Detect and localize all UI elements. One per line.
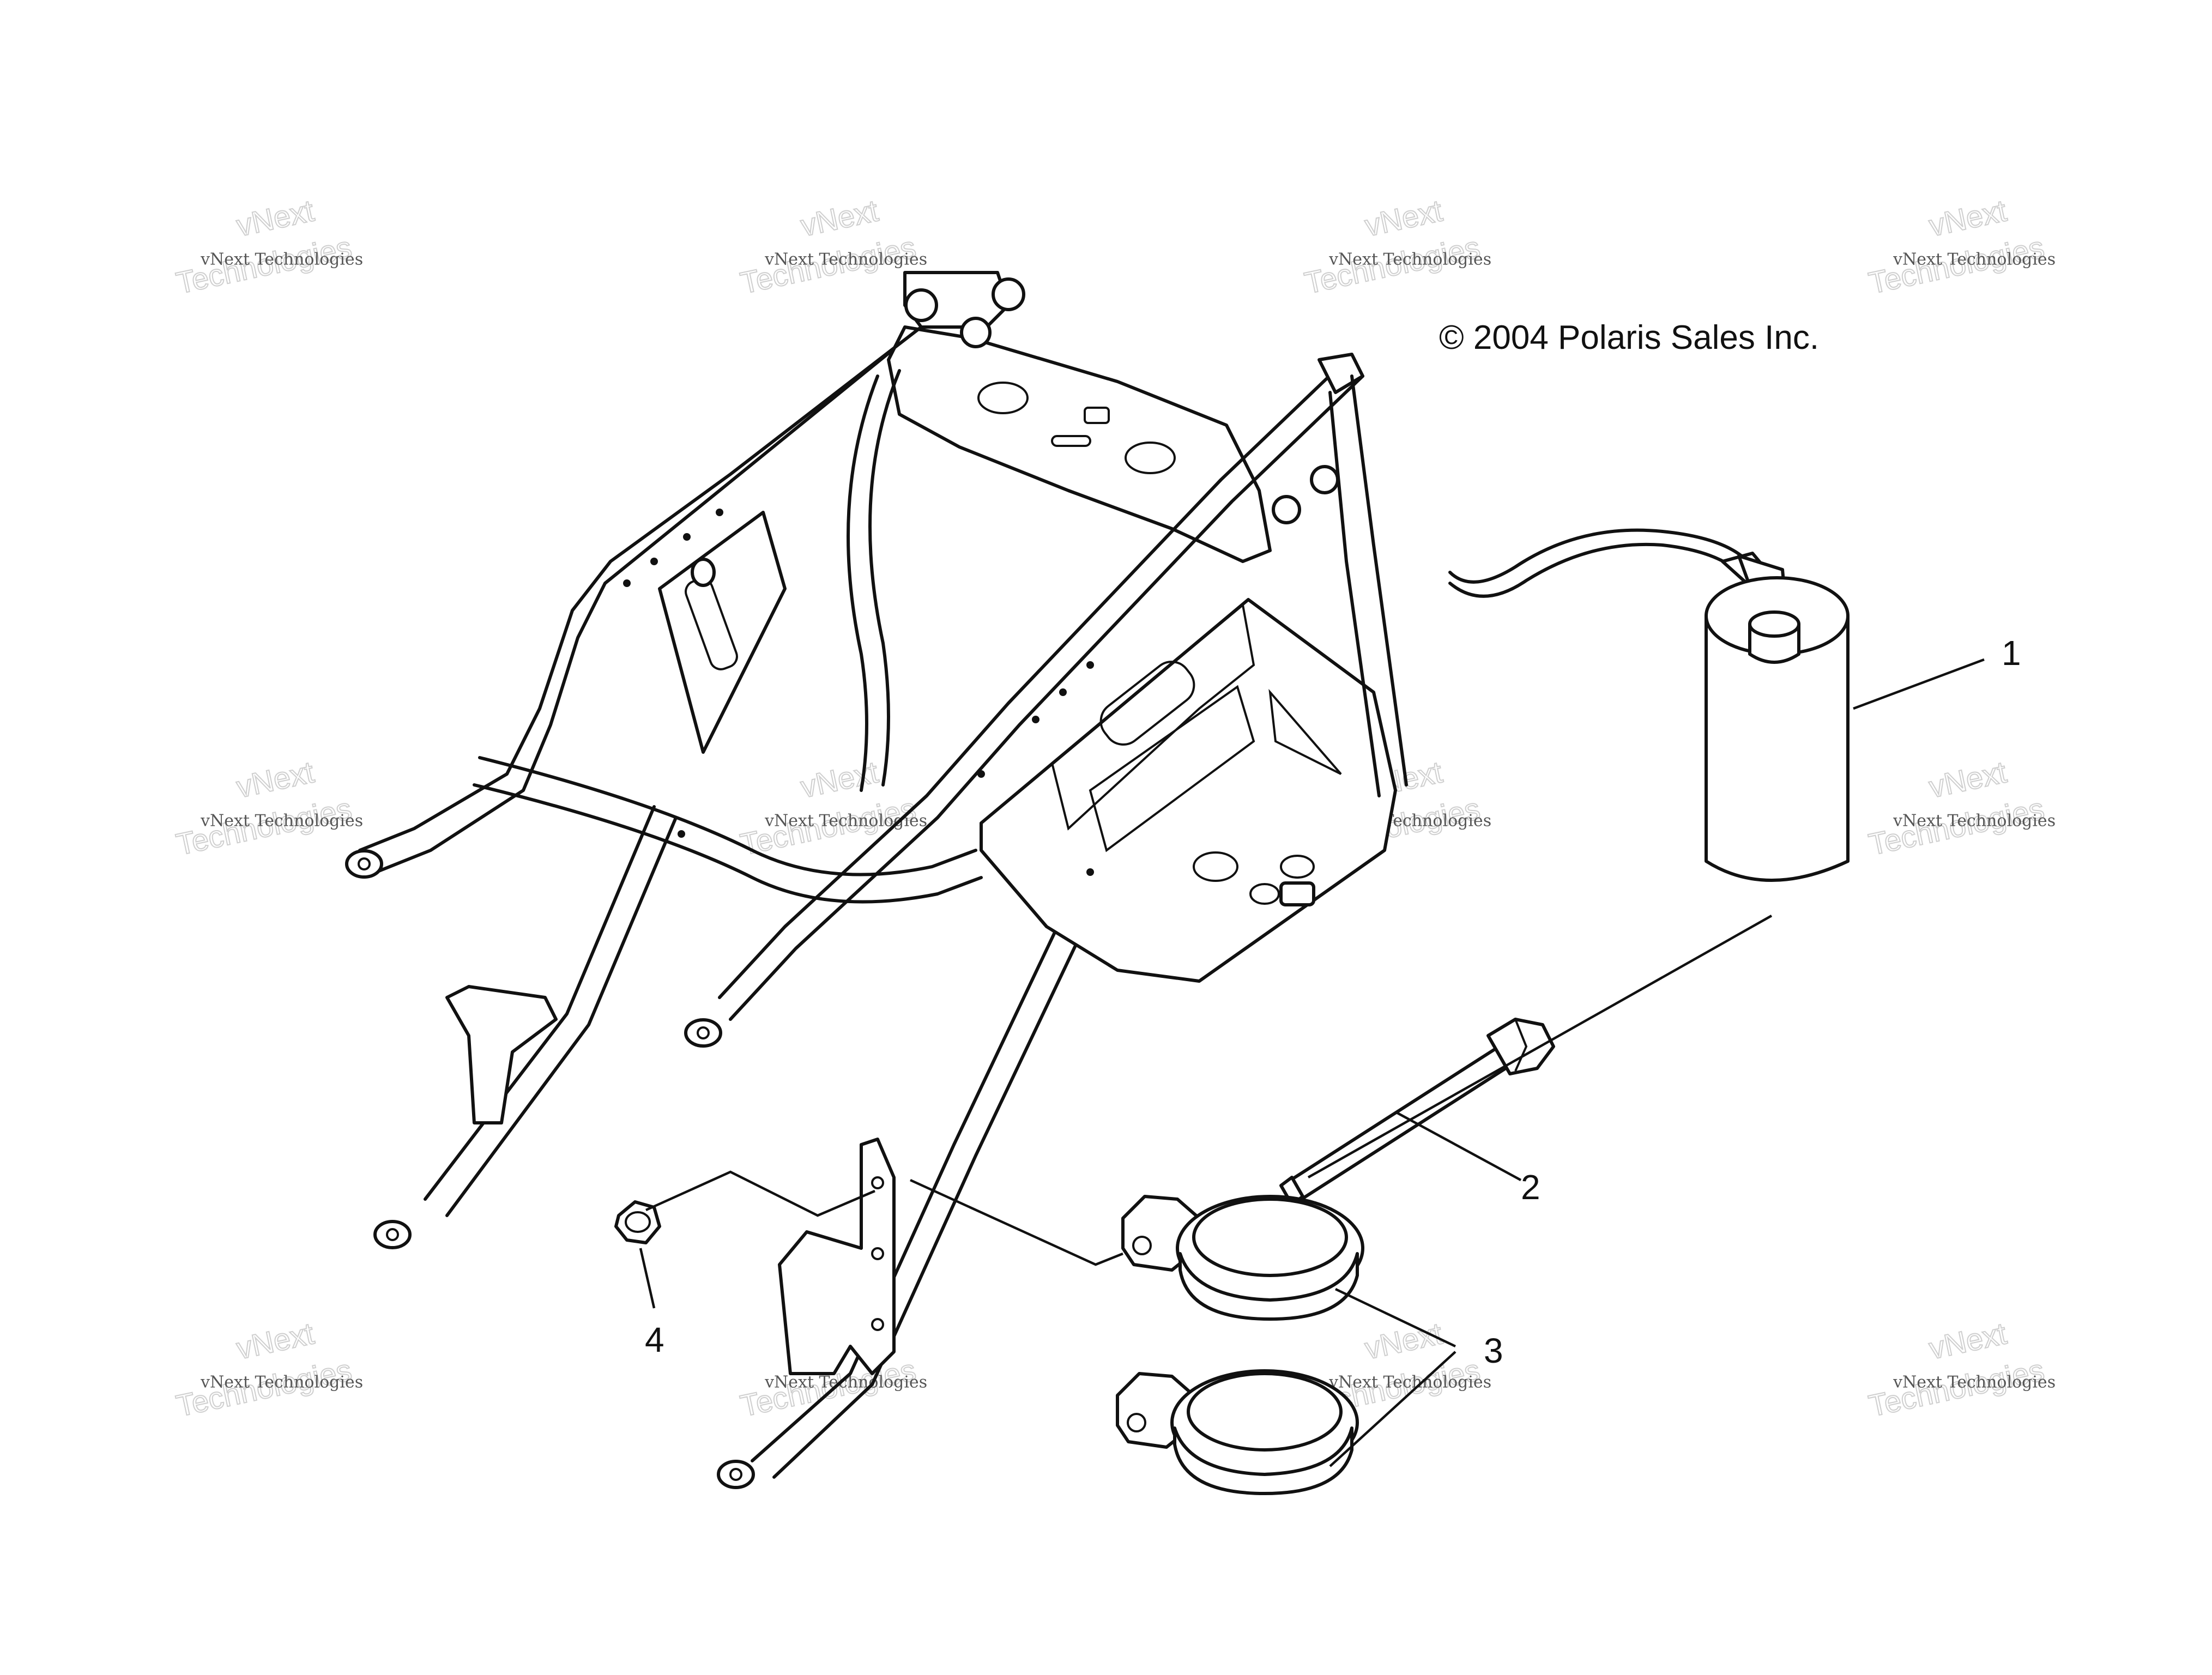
watermark-small-text: vNext Technologies [764, 812, 927, 831]
leader-lines [639, 658, 1985, 1467]
watermark-big-line1: vNext [1926, 193, 2010, 243]
callout-1: 1 [2002, 633, 2021, 673]
callout-2: 2 [1521, 1168, 1540, 1207]
watermark-big-line1: vNext [797, 193, 881, 243]
rivets [623, 509, 1094, 876]
callout-3: 3 [1484, 1331, 1503, 1370]
watermark-big-line1: vNext [233, 1316, 317, 1365]
watermark-big-line1: vNext [233, 754, 317, 804]
watermark-small-text: vNext Technologies [1893, 812, 2056, 831]
watermark-big-line1: vNext [1926, 1316, 2010, 1365]
frame-assembly [345, 271, 1408, 1489]
part-nut [614, 1200, 661, 1244]
watermark-small-text: vNext Technologies [200, 1373, 363, 1392]
part-clamp-upper [1121, 1195, 1364, 1321]
part-canister [1448, 528, 1850, 882]
watermark-big-line1: vNext [1362, 193, 1446, 243]
watermark-big-line1: vNext [797, 754, 881, 804]
watermark-small-text: vNext Technologies [1893, 250, 2056, 269]
callout-4: 4 [645, 1320, 664, 1359]
watermark-small-text: vNext Technologies [200, 812, 363, 831]
part-clamp-lower [1116, 1369, 1359, 1495]
watermark-small-text: vNext Technologies [1893, 1373, 2056, 1392]
copyright-notice: © 2004 Polaris Sales Inc. [1439, 319, 1819, 356]
watermark-big-line1: vNext [233, 193, 317, 243]
watermark-big-line1: vNext [1362, 1316, 1446, 1365]
part-bolt [1279, 1018, 1555, 1206]
watermark-small-text: vNext Technologies [1328, 1373, 1491, 1392]
watermark-small-text: vNext Technologies [764, 250, 927, 269]
watermark-big-line1: vNext [1926, 754, 2010, 804]
watermark-small-text: vNext Technologies [200, 250, 363, 269]
watermark-small-text: vNext Technologies [1328, 250, 1491, 269]
